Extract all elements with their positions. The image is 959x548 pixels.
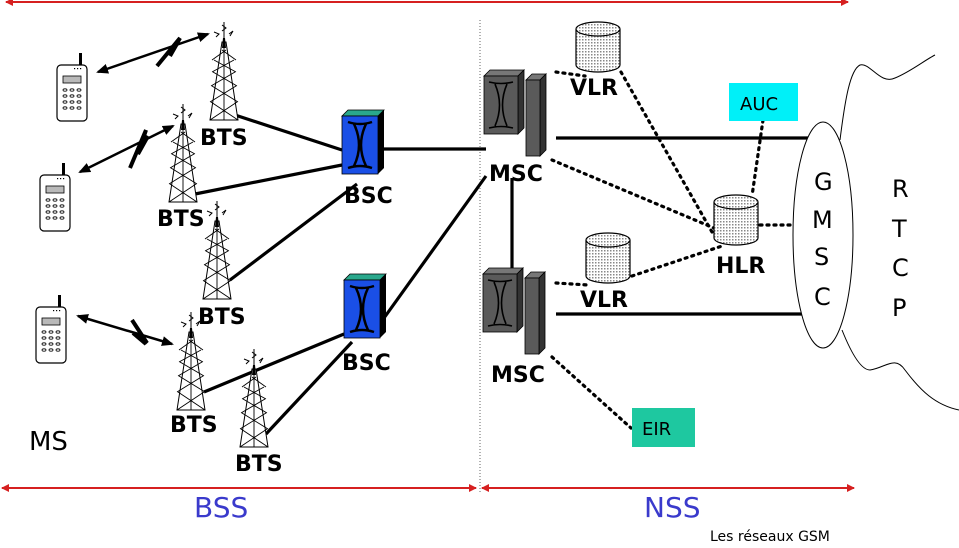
vlr-label: VLR [570, 76, 618, 101]
eir-box [632, 408, 695, 447]
footer-caption: Les réseaux GSM [710, 529, 830, 545]
gmsc-letter: G [814, 168, 833, 196]
hlr-label: HLR [716, 254, 765, 279]
rtcp-letter: P [892, 294, 906, 322]
vlr-database-icon [585, 232, 631, 284]
gmsc-letter: M [812, 206, 833, 234]
radio-links [76, 32, 210, 346]
bts-label: BTS [200, 126, 248, 151]
auc-label: AUC [740, 94, 778, 115]
bts-tower-icon [202, 200, 232, 300]
msc-label: MSC [489, 162, 543, 187]
bts-tower-icon [239, 348, 269, 448]
vlr-database-icon [575, 21, 621, 73]
mobile-phone-icon [56, 52, 88, 122]
gmsc-ellipse [792, 121, 854, 349]
bts-tower-icon [209, 21, 239, 121]
gmsc-letter: S [814, 243, 829, 271]
bsc-switch-icon [342, 272, 388, 340]
bsc-switch-icon [340, 108, 386, 176]
auc-box [729, 83, 798, 121]
bts-label: BTS [157, 207, 205, 232]
bss-subsystem-label: BSS [194, 491, 248, 524]
rtcp-cloud [839, 54, 959, 411]
ms-label: MS [29, 427, 68, 457]
bts-label: BTS [170, 413, 218, 438]
mobile-phone-icon [39, 162, 71, 232]
vlr-label: VLR [580, 288, 628, 313]
wired-links [194, 113, 812, 436]
mobile-phone-icon [35, 294, 67, 364]
rtcp-letter: R [892, 175, 909, 203]
bsc-label: BSC [342, 351, 391, 376]
signalling-links [550, 70, 797, 430]
msc-switch-icon [483, 69, 547, 157]
rtcp-letter: T [891, 215, 907, 243]
msc-label: MSC [491, 363, 545, 388]
bts-label: BTS [235, 452, 283, 477]
bts-label: BTS [198, 305, 246, 330]
bsc-label: BSC [344, 184, 393, 209]
nss-subsystem-label: NSS [644, 491, 701, 524]
bts-tower-icon [168, 103, 198, 203]
msc-switch-icon [482, 267, 546, 355]
eir-label: EIR [642, 419, 671, 440]
gmsc-letter: C [814, 283, 831, 311]
rtcp-letter: C [892, 254, 909, 282]
hlr-database-icon [713, 194, 759, 246]
